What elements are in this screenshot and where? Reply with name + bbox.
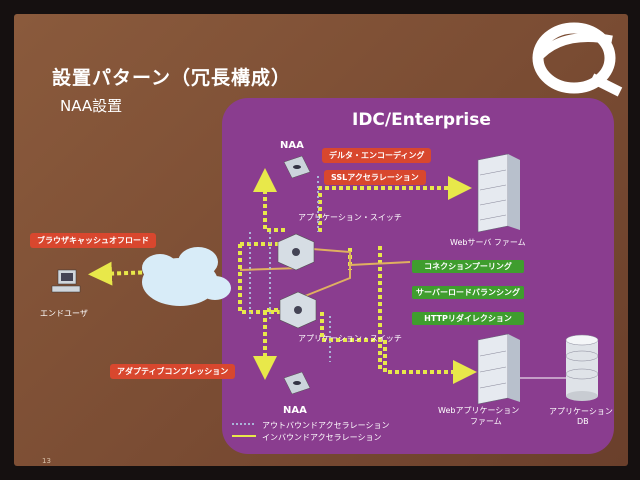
outbound-paths	[249, 176, 331, 362]
web-app-farm-label-2: ファーム	[470, 417, 502, 426]
database-icon	[565, 334, 599, 401]
badge-http-redirection: HTTPリダイレクション	[412, 312, 524, 325]
badge-connection-pooling: コネクションプーリング	[412, 260, 524, 273]
legend-outbound-label: アウトバウンドアクセラレーション	[262, 421, 390, 430]
application-switch-bottom-icon	[279, 291, 317, 329]
idc-title: IDC/Enterprise	[352, 110, 491, 130]
internet-cloud-icon	[142, 247, 231, 306]
naa-bottom-label: NAA	[283, 405, 307, 416]
naa-top-icon	[283, 155, 311, 179]
page-number: 13	[42, 457, 51, 465]
legend-lines	[232, 423, 256, 437]
slide-title: 設置パターン（冗長構成）	[52, 67, 292, 89]
app-db-label-1: アプリケーション	[549, 407, 613, 416]
badge-server-load-balancing: サーバーロードバランシング	[412, 286, 524, 299]
naa-bottom-icon	[283, 371, 311, 395]
naa-top-label: NAA	[280, 140, 304, 151]
end-user-pc-icon	[51, 269, 81, 293]
web-server-farm-icon	[477, 153, 520, 233]
application-switch-top-icon	[277, 233, 315, 271]
slide-subtitle: NAA設置	[60, 97, 123, 115]
end-user-label: エンドユーザ	[40, 309, 88, 318]
badge-browser-cache-offload: ブラウザキャッシュオフロード	[30, 233, 156, 248]
app-switch-bottom-label: アプリケーション・スイッチ	[298, 334, 402, 343]
app-db-label-2: DB	[577, 417, 589, 426]
web-app-farm-icon	[477, 333, 520, 405]
badge-adaptive-compression: アダプティブコンプレッション	[110, 364, 236, 379]
web-server-farm-label: Webサーバ ファーム	[450, 238, 526, 247]
badge-delta-encoding: デルタ・エンコーディング	[322, 148, 432, 163]
badge-ssl-acceleration: SSLアクセラレーション	[324, 170, 426, 185]
app-switch-top-label: アプリケーション・スイッチ	[298, 213, 402, 222]
legend-inbound-label: インバウンドアクセラレーション	[262, 433, 382, 442]
web-app-farm-label-1: Webアプリケーション	[438, 406, 520, 415]
